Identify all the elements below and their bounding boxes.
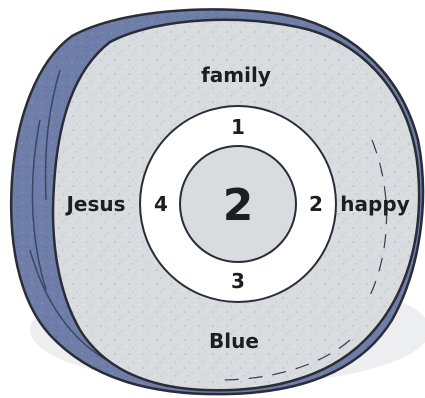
ring-number-right: 2 — [309, 192, 323, 216]
label-top: family — [201, 63, 271, 87]
ring-number-left: 4 — [154, 192, 168, 216]
ring-number-bottom: 3 — [231, 269, 245, 293]
label-left: Jesus — [64, 192, 125, 216]
label-bottom: Blue — [209, 329, 259, 353]
center-number: 2 — [223, 180, 254, 231]
ring-number-top: 1 — [231, 115, 245, 139]
label-right: happy — [340, 192, 409, 216]
